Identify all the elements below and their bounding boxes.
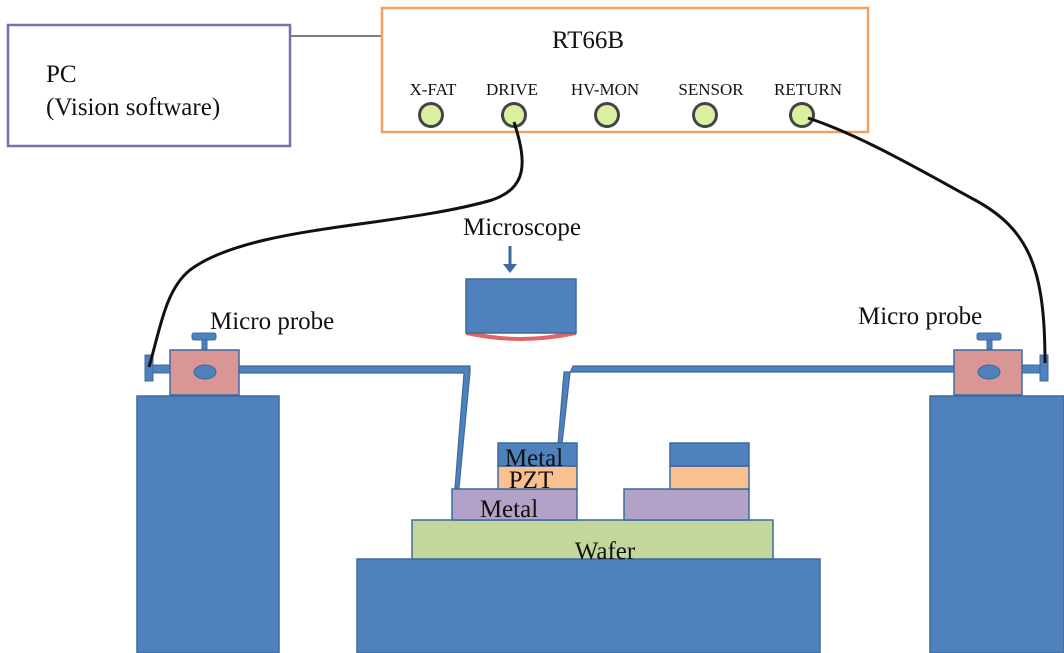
return-cable	[807, 116, 1047, 364]
right-probe-stand: Micro probe	[858, 303, 1064, 653]
left-probe-hole	[193, 364, 217, 380]
microscope-lens	[466, 330, 576, 341]
drive-cable	[147, 121, 524, 368]
port-label-hv-mon: HV-MON	[571, 80, 639, 99]
left-probe-holder	[169, 349, 240, 396]
top-metal-left	[497, 442, 578, 467]
pc-label: PC	[46, 61, 77, 88]
bottom-metal-label: Metal	[480, 496, 538, 523]
pzt-layer-right	[669, 465, 750, 490]
port-connector-x-fat	[418, 102, 444, 128]
port-connector-hv-mon	[594, 102, 620, 128]
bottom-metal-right	[623, 488, 750, 521]
bottom-metal-left	[451, 488, 578, 521]
rt66b-box: RT66B X-FAT DRIVE HV-MON SENSOR RETURN	[380, 6, 870, 134]
right-probe-arm	[557, 365, 955, 445]
right-stand-block	[929, 395, 1064, 653]
left-probe-arm	[238, 365, 471, 489]
right-probe-knob	[976, 332, 1002, 341]
top-metal-label: Metal	[505, 445, 563, 472]
pc-box: PC (Vision software)	[6, 23, 292, 148]
port-connector-drive	[501, 102, 527, 128]
right-probe-hole	[977, 364, 1001, 380]
left-probe-knob	[191, 332, 217, 341]
right-probe-label: Micro probe	[858, 303, 982, 330]
chuck-base	[356, 558, 821, 653]
pzt-label: PZT	[509, 467, 553, 494]
port-connector-sensor	[692, 102, 718, 128]
wafer-layer	[411, 519, 774, 560]
port-label-drive: DRIVE	[486, 80, 538, 99]
left-probe-stand: Micro probe	[136, 308, 334, 653]
port-label-sensor: SENSOR	[678, 80, 744, 99]
top-metal-right	[669, 442, 750, 467]
wafer-label: Wafer	[575, 538, 636, 565]
rt66b-box-border	[380, 6, 870, 134]
pc-subtitle: (Vision software)	[46, 94, 220, 121]
microscope-label: Microscope	[463, 214, 581, 241]
microscope: Microscope	[463, 214, 581, 341]
rt66b-title: RT66B	[552, 27, 624, 54]
port-connector-return	[789, 102, 815, 128]
left-probe-label: Micro probe	[210, 308, 334, 335]
microscope-arrow-icon	[503, 264, 517, 273]
right-probe-rod-stub	[1020, 364, 1041, 374]
microscope-body	[465, 278, 577, 334]
port-label-return: RETURN	[774, 80, 842, 99]
left-stand-block	[136, 395, 280, 653]
pc-box-border	[6, 23, 292, 148]
port-label-x-fat: X-FAT	[410, 80, 458, 99]
